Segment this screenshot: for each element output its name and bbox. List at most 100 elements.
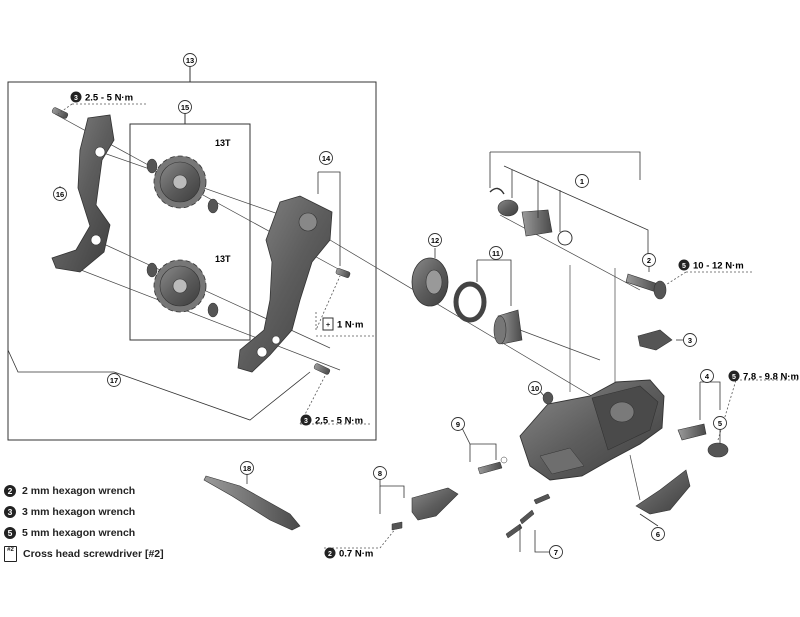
lower-pulley-teeth-label: 13T bbox=[215, 254, 231, 264]
tool-badge-number: 5 bbox=[732, 374, 736, 381]
protective-guard bbox=[635, 469, 691, 515]
torque-spec: 5 7.8 - 9.8 N·m bbox=[728, 370, 799, 383]
legend-item: 3 3 mm hexagon wrench bbox=[4, 501, 164, 522]
torque-spec: +1 N·m bbox=[322, 317, 363, 331]
cage-bolt-top bbox=[51, 107, 69, 119]
callout-1: 1 bbox=[575, 174, 589, 188]
callout-number: 4 bbox=[705, 372, 710, 381]
callout-number: 9 bbox=[456, 420, 460, 429]
callout-number: 18 bbox=[243, 464, 251, 473]
upper-pulley bbox=[153, 155, 207, 209]
legend-label: 5 mm hexagon wrench bbox=[22, 526, 136, 539]
tool-badge-number: 2 bbox=[328, 551, 332, 558]
tool-badge-icon bbox=[70, 91, 82, 103]
tool-badge-number: 5 bbox=[682, 263, 686, 270]
callout-number: 12 bbox=[431, 236, 439, 245]
stop-pin bbox=[335, 268, 351, 278]
torque-value: 2.5 - 5 N·m bbox=[315, 416, 363, 427]
limit-screws bbox=[505, 493, 551, 539]
callout-number: 3 bbox=[688, 336, 692, 345]
callout-10: 10 bbox=[528, 381, 542, 395]
callout-8: 8 bbox=[373, 466, 387, 480]
screwdriver-badge-icon: #2 bbox=[4, 545, 17, 562]
callout-number: 17 bbox=[110, 376, 118, 385]
callout-number: 6 bbox=[656, 530, 660, 539]
legend-item: 5 5 mm hexagon wrench bbox=[4, 522, 164, 543]
callout-9: 9 bbox=[451, 417, 465, 431]
torque-specs: 3 2.5 - 5 N·m 5 10 - 12 N·m +1 N·m 5 7.8 - 9.8… bbox=[70, 91, 799, 560]
lower-pulley bbox=[153, 259, 207, 313]
callout-number: 8 bbox=[378, 469, 382, 478]
adjust-pin bbox=[477, 456, 508, 475]
tool-legend: 2 2 mm hexagon wrench 3 3 mm hexagon wre… bbox=[4, 480, 164, 564]
legend-label: 2 mm hexagon wrench bbox=[22, 484, 136, 497]
tool-badge-icon bbox=[300, 414, 312, 426]
callout-2: 2 bbox=[642, 253, 656, 267]
callout-number: 14 bbox=[322, 154, 331, 163]
pulley-washers bbox=[146, 158, 219, 318]
torque-value: 1 N·m bbox=[337, 320, 363, 331]
bushing-ring bbox=[453, 281, 487, 323]
outer-cage-plate bbox=[237, 195, 333, 373]
tool-badge-icon bbox=[322, 317, 334, 331]
cable-bracket bbox=[391, 487, 459, 531]
torque-value: 10 - 12 N·m bbox=[693, 261, 744, 272]
torque-spec: 3 2.5 - 5 N·m bbox=[70, 91, 133, 104]
callout-5: 5 bbox=[713, 416, 727, 430]
tool-badge-icon bbox=[678, 259, 690, 271]
legend-label: 3 mm hexagon wrench bbox=[22, 505, 136, 518]
upper-pulley-teeth-label: 13T bbox=[215, 138, 231, 148]
callout-15: 15 bbox=[178, 100, 192, 114]
tool-badge-number: 3 bbox=[74, 95, 78, 102]
inner-cage-plate bbox=[51, 114, 115, 273]
callout-number: 13 bbox=[186, 56, 194, 65]
callout-13: 13 bbox=[183, 53, 197, 67]
cage-plate-cover bbox=[411, 257, 449, 307]
torque-spec: 2 0.7 N·m bbox=[324, 547, 373, 560]
tension-adjust-bolt bbox=[677, 423, 707, 441]
tool-badge-icon: 3 bbox=[4, 505, 16, 518]
callout-4: 4 bbox=[700, 369, 714, 383]
tension-adjust-cap bbox=[707, 442, 729, 458]
callout-7: 7 bbox=[549, 545, 563, 559]
torque-value: 2.5 - 5 N·m bbox=[85, 93, 133, 104]
callout-number: 2 bbox=[647, 256, 651, 265]
callout-number: 7 bbox=[554, 548, 558, 557]
cage-assembly-box bbox=[7, 66, 377, 441]
tool-badge-icon bbox=[324, 547, 336, 559]
tool-badge-number: + bbox=[326, 322, 330, 329]
b-axle-parts bbox=[489, 187, 573, 246]
callout-18: 18 bbox=[240, 461, 254, 475]
callout-leaders bbox=[7, 151, 721, 553]
callout-3: 3 bbox=[683, 333, 697, 347]
callout-number: 16 bbox=[56, 190, 64, 199]
bushing-sleeve bbox=[493, 309, 523, 345]
callout-6: 6 bbox=[651, 527, 665, 541]
torque-value: 7.8 - 9.8 N·m bbox=[743, 372, 799, 383]
callout-number: 11 bbox=[492, 249, 500, 258]
legend-item: 2 2 mm hexagon wrench bbox=[4, 480, 164, 501]
callout-number: 15 bbox=[181, 103, 189, 112]
callout-12: 12 bbox=[428, 233, 442, 247]
callout-11: 11 bbox=[489, 246, 503, 260]
torque-value: 0.7 N·m bbox=[339, 549, 373, 560]
callout-16: 16 bbox=[53, 187, 67, 201]
callout-14: 14 bbox=[319, 151, 333, 165]
cage-bolt-bottom bbox=[313, 363, 331, 375]
legend-item: #2 Cross head screwdriver [#2] bbox=[4, 543, 164, 564]
limit-screw-small bbox=[542, 391, 554, 405]
callout-number: 10 bbox=[531, 384, 539, 393]
service-tool bbox=[203, 475, 301, 531]
main-derailleur-body bbox=[519, 379, 665, 481]
callout-number: 1 bbox=[580, 177, 584, 186]
tool-badge-icon: 5 bbox=[4, 526, 16, 539]
b-axle-cover bbox=[637, 329, 673, 351]
torque-spec: 5 10 - 12 N·m bbox=[678, 259, 744, 272]
tool-badge-icon: 2 bbox=[4, 484, 16, 497]
callout-17: 17 bbox=[107, 373, 121, 387]
callout-number: 5 bbox=[718, 419, 722, 428]
tool-badge-icon bbox=[728, 370, 740, 382]
